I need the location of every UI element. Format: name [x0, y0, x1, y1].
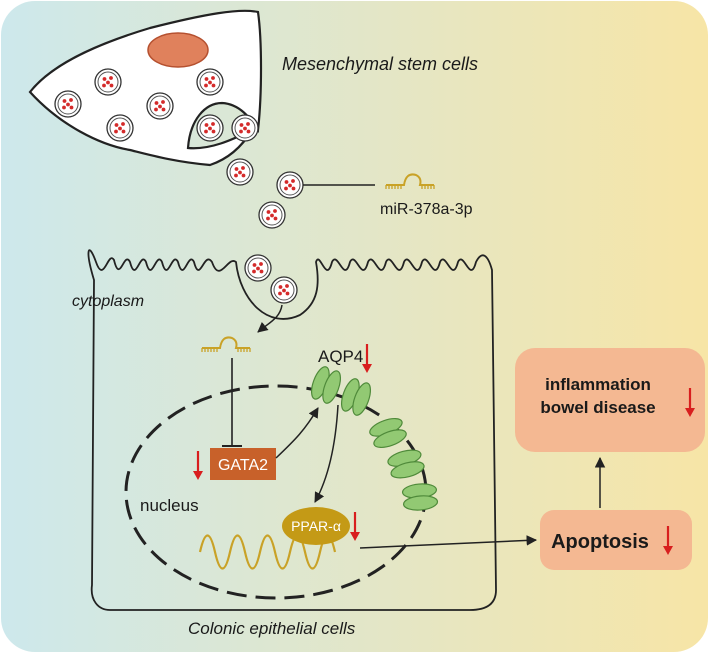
gata2-to-aqp4-arrow — [275, 407, 319, 459]
uptake-arrow — [257, 304, 283, 333]
vesicle-icon — [270, 276, 298, 304]
vesicle-icon — [106, 114, 134, 142]
msc-label: Mesenchymal stem cells — [282, 54, 478, 74]
vesicle-icon — [196, 114, 224, 142]
vesicle-icon — [276, 171, 304, 199]
aqp4-label: AQP4 — [318, 347, 363, 366]
apoptosis-label: Apoptosis — [551, 531, 649, 553]
vesicle-icon — [244, 254, 272, 282]
nucleus-label: nucleus — [140, 496, 199, 515]
msc-nucleus — [147, 32, 209, 68]
vesicle-icon — [226, 158, 254, 186]
epithelial-cells-label: Colonic epithelial cells — [188, 619, 356, 638]
vesicle-icon — [258, 201, 286, 229]
ppar-to-apoptosis-arrow — [359, 535, 538, 549]
vesicle-icon — [94, 68, 122, 96]
ibd-label-line2: bowel disease — [540, 398, 655, 417]
dna-helix — [198, 534, 337, 570]
epithelial-cell-membrane — [87, 249, 497, 611]
ppar-alpha-label: PPAR-α — [291, 518, 341, 534]
vesicle-icon — [196, 68, 224, 96]
aqp4-protein-icon — [401, 481, 439, 513]
ibd-label-line1: inflammation — [545, 375, 651, 394]
vesicle-icon — [231, 114, 259, 142]
apoptosis-box — [540, 510, 692, 570]
gata2-box — [210, 448, 276, 480]
aqp4-to-ppar-arrow — [314, 404, 339, 503]
ppar-alpha-blob — [282, 507, 350, 545]
vesicle-icon — [54, 90, 82, 118]
vesicle-icon — [146, 92, 174, 120]
gata2-label: GATA2 — [218, 457, 268, 474]
mirna-label: miR-378a-3p — [380, 201, 473, 218]
ibd-box — [515, 348, 705, 452]
cytoplasm-label: cytoplasm — [72, 293, 144, 310]
